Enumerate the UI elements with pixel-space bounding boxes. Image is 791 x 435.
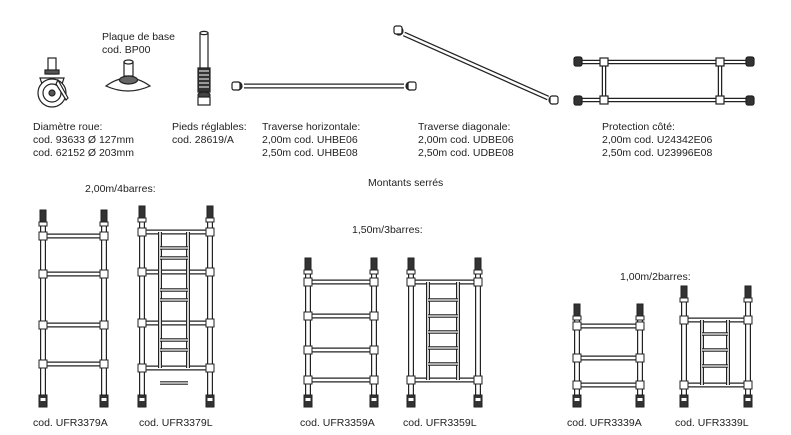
diagonal-brace-title: Traverse diagonale: bbox=[418, 121, 511, 133]
adjustable-legs-code: cod. 28619/A bbox=[172, 134, 234, 146]
frame-ufr3359l bbox=[406, 257, 483, 408]
frame-group-heading-150: 1,50m/3barres: bbox=[352, 224, 423, 236]
adjustable-leg-illustration bbox=[197, 30, 211, 106]
frame-code-ufr3359a: cod. UFR3359A bbox=[300, 417, 375, 429]
diagonal-brace-label: Traverse diagonale: 2,00m cod. UDBE06 2,… bbox=[418, 121, 514, 160]
frame-ufr3359a bbox=[303, 257, 379, 408]
side-protection-code-1: 2,00m cod. U24342E06 bbox=[602, 134, 713, 146]
frame-group-heading-100: 1,00m/2barres: bbox=[620, 271, 691, 283]
side-protection-code-2: 2,50m cod. U23996E08 bbox=[602, 147, 713, 159]
base-plate-title: Plaque de base bbox=[102, 31, 175, 43]
frame-code-ufr3379a: cod. UFR3379A bbox=[33, 417, 108, 429]
horizontal-brace-code-2: 2,50m cod. UHBE08 bbox=[262, 147, 358, 159]
frame-group-heading-200: 2,00m/4barres: bbox=[85, 183, 156, 195]
wheel-title: Diamètre roue: bbox=[33, 121, 103, 133]
frame-ufr3379a bbox=[38, 209, 109, 408]
side-protection-illustration bbox=[573, 56, 755, 106]
frame-code-ufr3339l: cod. UFR3339L bbox=[675, 417, 749, 429]
frame-ufr3339a bbox=[572, 303, 645, 408]
frame-code-ufr3359l: cod. UFR3359L bbox=[403, 417, 477, 429]
horizontal-brace-code-1: 2,00m cod. UHBE06 bbox=[262, 134, 358, 146]
base-plate-label: Plaque de base cod. BP00 bbox=[102, 31, 175, 57]
horizontal-brace-title: Traverse horizontale: bbox=[262, 121, 361, 133]
diagonal-brace-code-1: 2,00m cod. UDBE06 bbox=[418, 134, 514, 146]
adjustable-legs-title: Pieds réglables: bbox=[172, 121, 247, 133]
caster-wheel-illustration bbox=[37, 57, 69, 108]
base-plate-illustration bbox=[104, 59, 152, 92]
side-protection-label: Protection côté: 2,00m cod. U24342E06 2,… bbox=[602, 121, 712, 160]
frame-code-ufr3379l: cod. UFR3379L bbox=[139, 417, 213, 429]
diagonal-brace-code-2: 2,50m cod. UDBE08 bbox=[418, 147, 514, 159]
frames-layer bbox=[38, 205, 753, 408]
frame-ufr3379l bbox=[137, 205, 215, 408]
wheel-code-2: cod. 62152 Ø 203mm bbox=[33, 147, 134, 159]
frame-ufr3339l bbox=[679, 285, 753, 408]
wheel-code-1: cod. 93633 Ø 127mm bbox=[33, 134, 134, 146]
adjustable-legs-label: Pieds réglables: cod. 28619/A bbox=[172, 121, 247, 147]
frames-section-title: Montants serrés bbox=[368, 177, 444, 189]
diagonal-brace-illustration bbox=[393, 25, 559, 105]
horizontal-brace-label: Traverse horizontale: 2,00m cod. UHBE06 … bbox=[262, 121, 360, 160]
side-protection-title: Protection côté: bbox=[602, 121, 675, 133]
base-plate-code: cod. BP00 bbox=[102, 44, 151, 56]
horizontal-brace-illustration bbox=[231, 81, 417, 91]
wheel-label: Diamètre roue: cod. 93633 Ø 127mm cod. 6… bbox=[33, 121, 134, 160]
frame-code-ufr3339a: cod. UFR3339A bbox=[567, 417, 642, 429]
